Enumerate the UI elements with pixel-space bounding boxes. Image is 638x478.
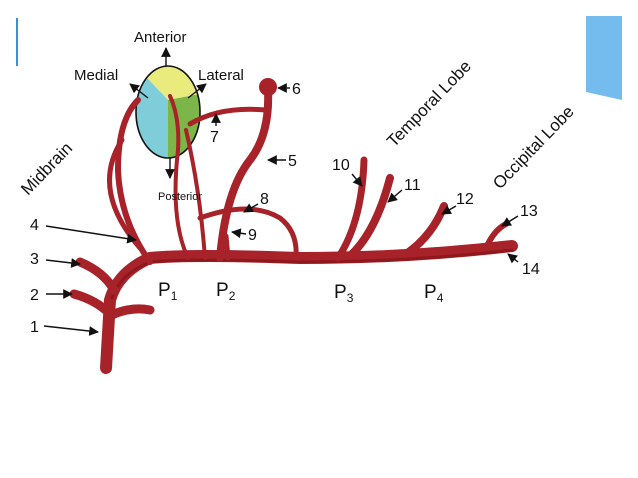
thalamus-cross-section <box>135 65 201 159</box>
basilar-trunk <box>100 240 518 374</box>
label-posterior: Posterior <box>158 191 202 203</box>
branch-number-12: 12 <box>456 191 474 208</box>
slide-corner-accent <box>586 16 622 100</box>
label-temporal-lobe: Temporal Lobe <box>383 57 475 151</box>
label-lateral: Lateral <box>198 67 244 84</box>
label-occipital-lobe: Occipital Lobe <box>489 102 578 193</box>
branch-12 <box>402 202 448 258</box>
branch-number-10: 10 <box>332 157 350 174</box>
branch-11 <box>346 174 394 260</box>
branch-number-14: 14 <box>522 261 540 278</box>
segment-p3: P3 <box>334 282 354 305</box>
branch-3 <box>75 257 119 295</box>
segment-p4: P4 <box>424 282 444 305</box>
branch-10 <box>334 156 368 262</box>
label-midbrain: Midbrain <box>17 139 76 199</box>
branch-number-7: 7 <box>210 129 219 146</box>
branch-number-11: 11 <box>404 177 421 194</box>
leader-arrows <box>43 83 519 336</box>
branch-8 <box>197 206 299 261</box>
branch-5 <box>216 86 273 262</box>
branch-number-2: 2 <box>30 287 39 304</box>
branch-2 <box>69 289 115 319</box>
branch-6-tip <box>259 78 277 96</box>
branch-9 <box>223 233 231 261</box>
direction-arrows <box>129 47 207 179</box>
branch-number-8: 8 <box>260 191 269 208</box>
branch-number-1: 1 <box>30 319 39 336</box>
branch-number-3: 3 <box>30 251 39 268</box>
branch-number-9: 9 <box>248 227 257 244</box>
label-anterior: Anterior <box>134 29 187 46</box>
label-medial: Medial <box>74 67 118 84</box>
branch-number-5: 5 <box>288 153 297 170</box>
branch-number-13: 13 <box>520 203 538 220</box>
trunk-shade <box>110 248 514 300</box>
thalamic-branch-a <box>168 94 190 260</box>
branch-number-6: 6 <box>292 81 301 98</box>
branch-number-4: 4 <box>30 217 39 234</box>
slide-left-accent-bar <box>16 18 18 66</box>
segment-p2: P2 <box>216 280 236 303</box>
medial-region <box>136 66 168 158</box>
branch-7 <box>187 106 269 127</box>
branch-lower <box>105 304 155 321</box>
segment-p1: P1 <box>158 280 178 303</box>
thalamic-branch-b <box>184 128 207 260</box>
